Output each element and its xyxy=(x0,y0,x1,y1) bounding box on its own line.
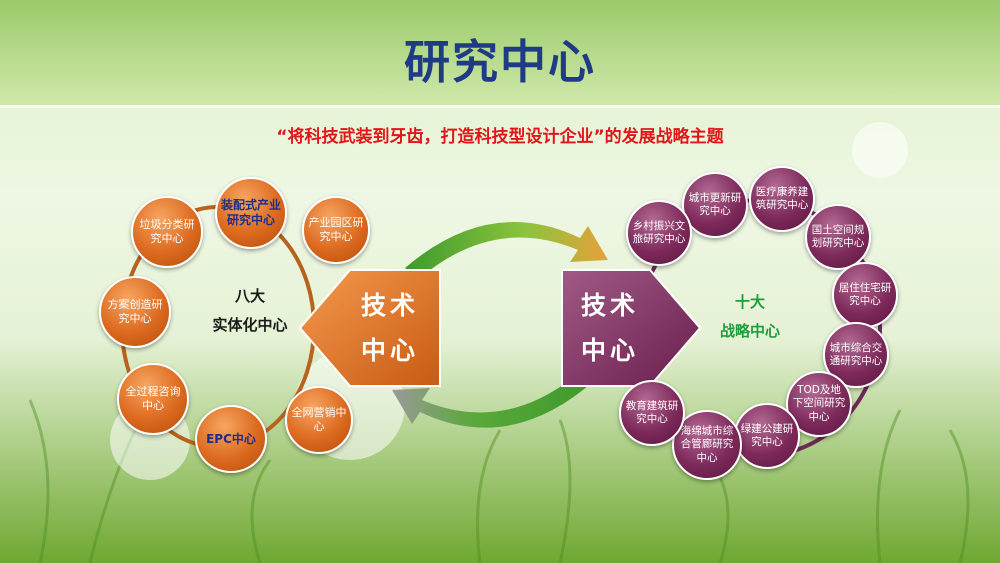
right-tech-center-block: 技术 中心 xyxy=(570,283,650,373)
left-tech-block-shape xyxy=(298,269,441,387)
center-node-marketing[interactable]: 全网营销中心 xyxy=(285,386,353,454)
center-node-rural-tourism[interactable]: 乡村振兴文旅研究中心 xyxy=(626,200,692,266)
left-block-line2: 中心 xyxy=(360,336,419,365)
center-node-land-planning[interactable]: 国土空间规划研究中心 xyxy=(805,204,871,270)
left-tech-center-block: 技术 中心 xyxy=(350,283,430,373)
subtitle: “将科技武装到牙齿，打造科技型设计企业”的发展战略主题 xyxy=(276,127,724,147)
left-label-line2: 实体化中心 xyxy=(212,315,288,334)
right-group-label: 十大 战略中心 xyxy=(700,288,800,345)
cycle-arrow-top xyxy=(405,222,608,278)
center-node-healthcare[interactable]: 医疗康养建筑研究中心 xyxy=(749,166,815,232)
center-node-industrial-park[interactable]: 产业园区研究中心 xyxy=(302,196,370,264)
center-node-education[interactable]: 教育建筑研究中心 xyxy=(619,380,685,446)
center-node-design[interactable]: 方案创造研究中心 xyxy=(99,276,171,348)
center-node-waste[interactable]: 垃圾分类研究中心 xyxy=(131,196,203,268)
right-label-line2: 战略中心 xyxy=(719,321,780,340)
page-title: 研究中心 xyxy=(404,35,596,89)
center-node-consulting[interactable]: 全过程咨询中心 xyxy=(117,363,189,435)
right-label-line1: 十大 xyxy=(734,293,765,311)
right-block-line1: 技术 xyxy=(580,291,639,320)
center-node-urban-renewal[interactable]: 城市更新研究中心 xyxy=(682,172,748,238)
center-node-green-building[interactable]: 绿建公建研究中心 xyxy=(734,403,800,469)
left-label-line1: 八大 xyxy=(234,287,265,305)
left-block-line1: 技术 xyxy=(360,291,419,320)
right-block-line2: 中心 xyxy=(580,336,639,365)
right-tech-block-shape xyxy=(561,269,702,387)
center-node-prefab[interactable]: 装配式产业研究中心 xyxy=(215,177,287,249)
cycle-arrow-bottom xyxy=(392,372,595,428)
left-group-label: 八大 实体化中心 xyxy=(195,282,305,339)
center-node-epc[interactable]: EPC中心 xyxy=(195,405,267,473)
center-node-residential[interactable]: 居住住宅研究中心 xyxy=(832,262,898,328)
